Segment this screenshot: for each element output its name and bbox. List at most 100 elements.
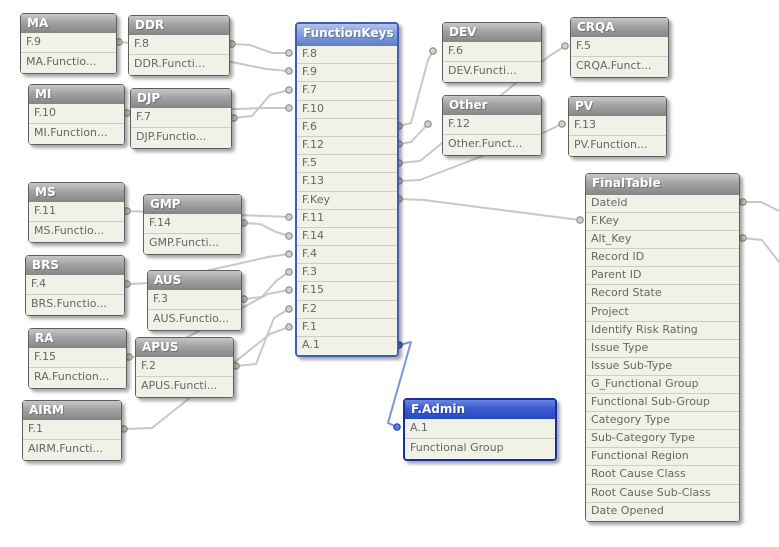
field-row[interactable]: MS.Functio...	[34, 224, 105, 237]
table-caption[interactable]: BRS	[26, 256, 124, 275]
table-caption[interactable]: Other	[443, 96, 541, 115]
field-row[interactable]: F.15	[297, 282, 397, 301]
table-caption[interactable]: AUS	[148, 271, 241, 290]
table-caption[interactable]: DDR	[129, 16, 229, 35]
field-row[interactable]: AUS.Functio...	[153, 312, 230, 325]
table-caption[interactable]: MS	[29, 183, 124, 202]
field-row[interactable]: Issue Type	[586, 340, 739, 358]
table-caption[interactable]: DJP	[131, 89, 231, 108]
field-row[interactable]: F.8	[297, 46, 397, 65]
field-row[interactable]: F.4	[26, 275, 124, 295]
field-row[interactable]: F.14	[297, 228, 397, 247]
field-row[interactable]: Functional Region	[586, 448, 739, 467]
field-row[interactable]: F.13	[569, 116, 666, 136]
table-caption[interactable]: GMP	[144, 195, 241, 214]
field-row[interactable]: RA.Function...	[34, 370, 110, 383]
field-row[interactable]: DateId	[586, 195, 739, 214]
field-row[interactable]: F.12	[443, 115, 541, 135]
field-row[interactable]: F.3	[148, 290, 241, 310]
field-row[interactable]: Project	[586, 304, 739, 322]
field-row[interactable]: F.Key	[297, 192, 397, 210]
field-row[interactable]: APUS.Functi...	[141, 379, 218, 392]
field-row[interactable]: F.7	[297, 82, 397, 101]
field-row[interactable]: F.7	[131, 108, 231, 128]
field-row[interactable]: DEV.Functi...	[448, 64, 517, 77]
table-caption[interactable]: MA	[21, 14, 116, 33]
field-row[interactable]: Root Cause Sub-Class	[586, 485, 739, 503]
field-row[interactable]: F.12	[297, 137, 397, 156]
field-row[interactable]: F.2	[297, 301, 397, 319]
field-row[interactable]: Issue Sub-Type	[586, 358, 739, 376]
field-row[interactable]: A.1	[405, 419, 555, 439]
field-row[interactable]: F.14	[144, 214, 241, 234]
field-row[interactable]: AIRM.Functi...	[28, 442, 103, 455]
field-row[interactable]: F.5	[571, 37, 668, 57]
field-row[interactable]: Identify Risk Rating	[586, 322, 739, 340]
field-row[interactable]: F.1	[297, 319, 397, 337]
field-row[interactable]: MI.Function...	[34, 126, 108, 139]
table-caption[interactable]: FunctionKeys	[297, 24, 397, 46]
field-row[interactable]: Root Cause Class	[586, 466, 739, 485]
field-row[interactable]: F.9	[21, 33, 116, 53]
field-row[interactable]: F.15	[29, 348, 126, 368]
table-caption[interactable]: FinalTable	[586, 174, 739, 195]
field-row[interactable]: Record ID	[586, 249, 739, 268]
field-row[interactable]: Category Type	[586, 412, 739, 431]
table-caption[interactable]: DEV	[443, 23, 541, 42]
field-row[interactable]: F.11	[297, 210, 397, 228]
table-caption[interactable]: F.Admin	[405, 400, 555, 419]
field-row[interactable]: GMP.Functi...	[149, 236, 220, 249]
table-caption[interactable]: RA	[29, 329, 126, 348]
field-row[interactable]: F.4	[297, 246, 397, 265]
field-row[interactable]: F.6	[443, 42, 541, 62]
table-caption[interactable]: MI	[29, 85, 124, 104]
field-row[interactable]: Parent ID	[586, 267, 739, 286]
table-caption[interactable]: PV	[569, 97, 666, 116]
field-row[interactable]: Functional Group	[410, 441, 504, 454]
field-row[interactable]: G_Functional Group	[586, 376, 739, 395]
field-row[interactable]: Alt_Key	[586, 231, 739, 250]
field-row[interactable]: F.2	[136, 357, 233, 377]
field-row[interactable]: PV.Function...	[574, 138, 648, 151]
table-caption[interactable]: AIRM	[23, 401, 121, 420]
field-row[interactable]: F.3	[297, 264, 397, 283]
field-row[interactable]: DJP.Functio...	[136, 130, 207, 143]
table-caption[interactable]: CRQA	[571, 18, 668, 37]
field-row[interactable]: F.13	[297, 173, 397, 192]
field-row[interactable]: MA.Functio...	[26, 55, 97, 68]
field-row[interactable]: F.10	[29, 104, 124, 124]
field-row[interactable]: F.10	[297, 101, 397, 119]
field-row[interactable]: BRS.Functio...	[31, 297, 107, 310]
field-row[interactable]: A.1	[302, 338, 320, 351]
field-row[interactable]: F.11	[29, 202, 124, 222]
field-row[interactable]: Sub-Category Type	[586, 430, 739, 449]
field-row[interactable]: F.8	[129, 35, 229, 55]
field-row[interactable]: DDR.Functi...	[134, 57, 206, 70]
field-row[interactable]: F.6	[297, 119, 397, 137]
field-row[interactable]: F.9	[297, 64, 397, 83]
field-row[interactable]: CRQA.Funct...	[576, 59, 652, 72]
table-caption[interactable]: APUS	[136, 338, 233, 357]
field-row[interactable]: Date Opened	[591, 503, 664, 517]
field-row[interactable]: Functional Sub-Group	[586, 394, 739, 413]
field-row[interactable]: Record State	[586, 285, 739, 304]
field-row[interactable]: F.1	[23, 420, 121, 440]
field-row[interactable]: F.5	[297, 155, 397, 174]
